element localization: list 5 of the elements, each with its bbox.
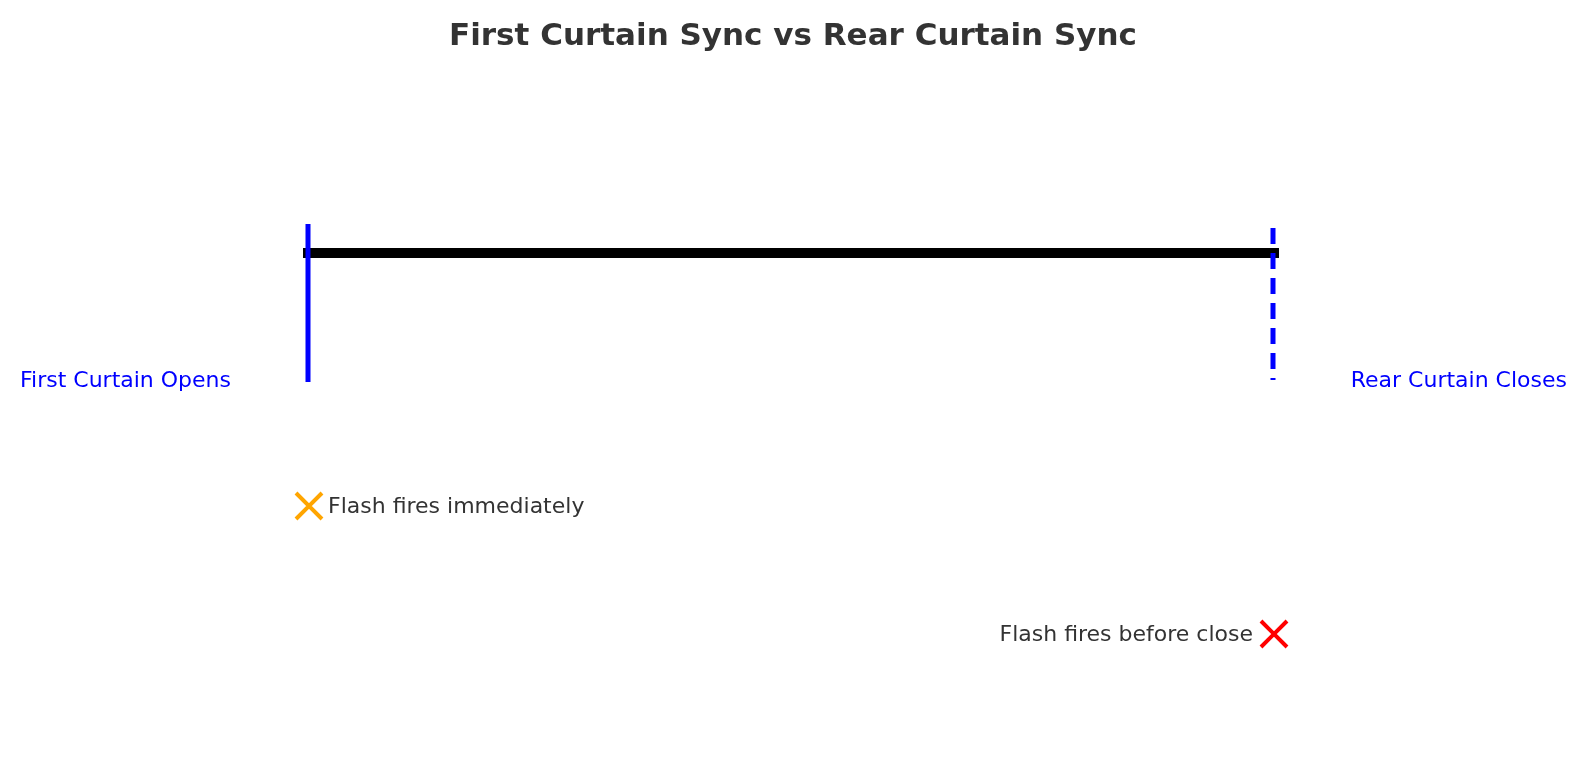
annotation: Flash fires immediately [328, 493, 585, 519]
event-label: Rear Curtain Closes [1350, 367, 1567, 393]
annotation: Flash fires before close [999, 621, 1253, 647]
event-label: First Curtain Opens [20, 367, 232, 393]
chart-title: First Curtain Sync vs Rear Curtain Sync [449, 16, 1137, 52]
